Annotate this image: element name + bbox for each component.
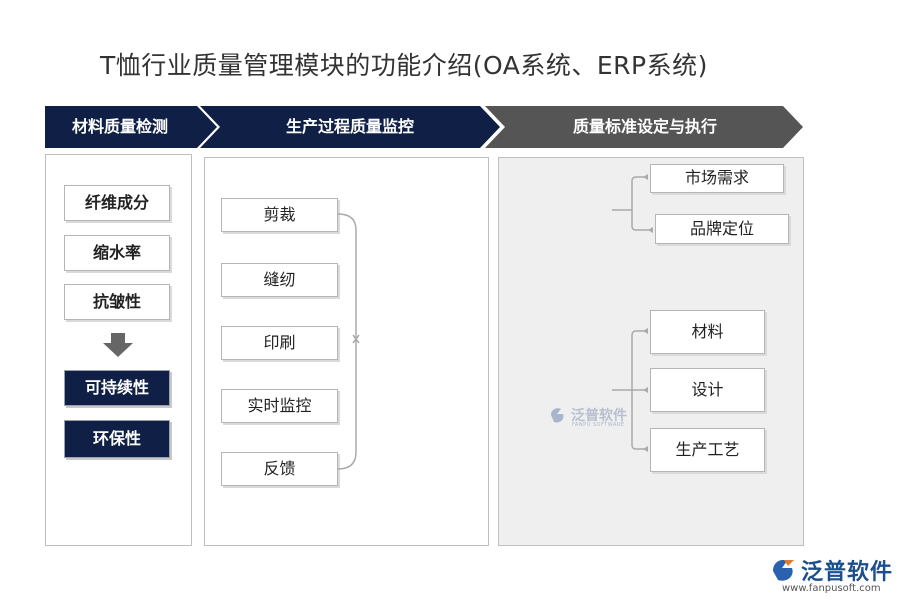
standard-item-design: 设计 [650, 368, 765, 412]
watermark: 泛普软件 [548, 405, 627, 425]
material-item-fiber: 纤维成分 [64, 185, 170, 221]
process-item-feedback: 反馈 [221, 452, 338, 486]
standard-item-process: 生产工艺 [650, 428, 765, 472]
material-item-shrinkage: 缩水率 [64, 235, 170, 271]
standard-item-market: 市场需求 [650, 164, 784, 193]
material-item-eco: 环保性 [64, 420, 170, 458]
brand-logo: 泛普软件 [770, 554, 893, 586]
header-standards: 质量标准设定与执行 [572, 117, 717, 136]
process-item-monitoring: 实时监控 [221, 389, 338, 423]
material-item-wrinkle: 抗皱性 [64, 284, 170, 320]
process-item-cutting: 剪裁 [221, 198, 338, 232]
fanpu-logo-icon [773, 560, 794, 581]
header-materials: 材料质量检测 [71, 117, 168, 136]
page-title: T恤行业质量管理模块的功能介绍(OA系统、ERP系统) [100, 51, 708, 80]
header-arrow-1 [45, 106, 217, 148]
material-item-sustainability: 可持续性 [64, 370, 170, 406]
watermark-text: 泛普软件 [571, 408, 627, 424]
standard-item-brand: 品牌定位 [655, 214, 789, 244]
fanpu-watermark-icon [551, 408, 564, 423]
logo-text: 泛普软件 [801, 560, 894, 585]
standard-item-material: 材料 [650, 310, 765, 354]
watermark-subtext: FANPU SOFTWARE [572, 422, 625, 428]
header-arrow-2 [200, 106, 500, 148]
process-item-sewing: 缝纫 [221, 263, 338, 297]
header-arrow-3 [485, 106, 803, 148]
header-production: 生产过程质量监控 [285, 117, 414, 136]
logo-url[interactable]: www.fanpusoft.com [782, 583, 881, 594]
process-item-printing: 印刷 [221, 326, 338, 360]
